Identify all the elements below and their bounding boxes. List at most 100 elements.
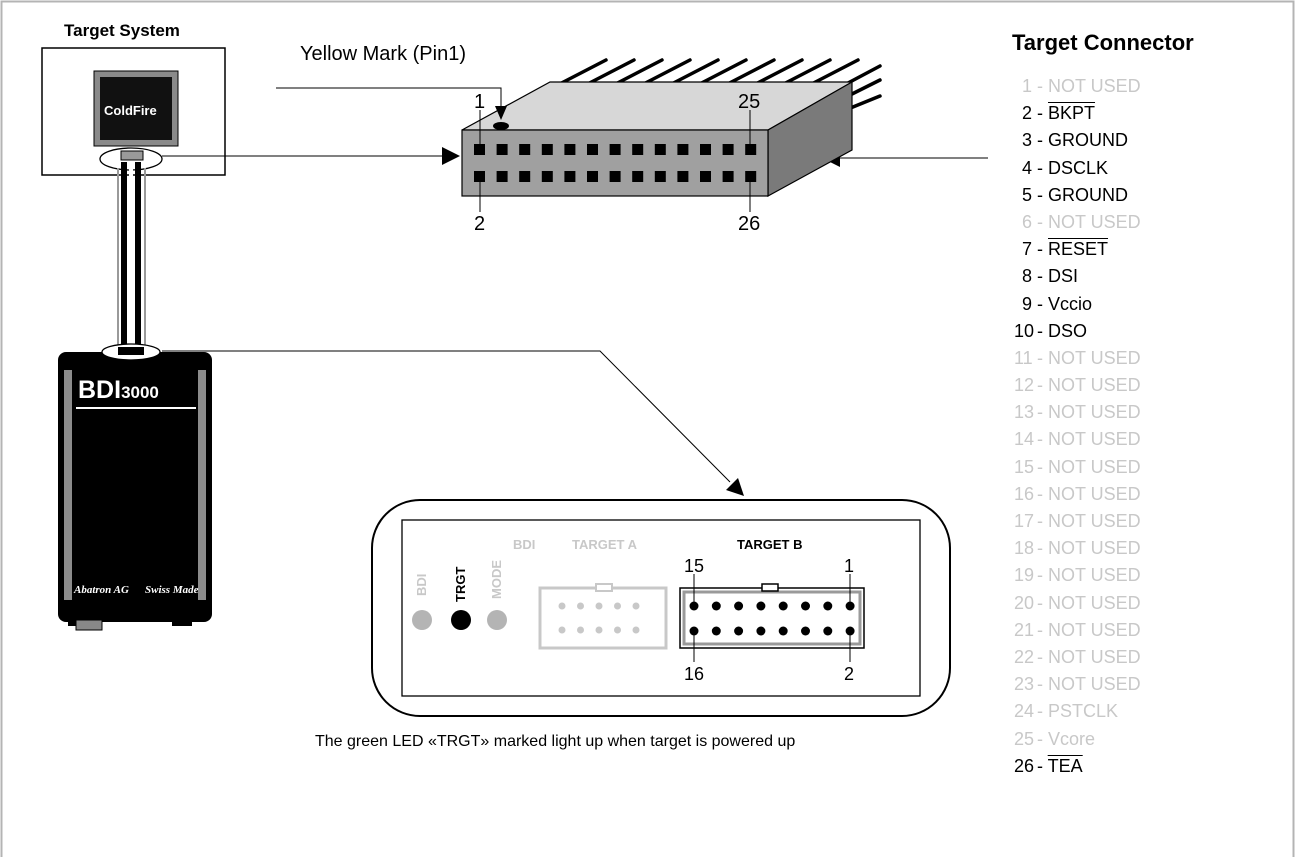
pin-number: 3 [1021,130,1032,151]
pin-list-item: 4 - DSCLK [1014,155,1141,182]
pin-signal-name: NOT USED [1048,76,1141,96]
pin-list-item: 7 - RESET [1014,236,1141,263]
connector-pin [677,144,689,155]
target-a-pin [595,626,603,634]
connector-pin [541,171,553,182]
bdi-maker: Abatron AG [74,584,129,596]
connector-pin [587,171,598,182]
pin-list-item: 12 - NOT USED [1014,372,1141,399]
yellow-mark-pointer [276,87,507,120]
pin-signal-name: BKPT [1048,103,1096,124]
connector-pin [519,144,531,155]
target-a-pin [558,626,566,634]
target-b-pin-2-label: 2 [844,664,855,684]
pin-signal-name: NOT USED [1048,511,1141,531]
pin-list-item: 17 - NOT USED [1014,508,1141,535]
pin-signal-name: Vccio [1048,293,1093,314]
pin-signal-name: NOT USED [1048,429,1141,450]
bdi-port [75,619,103,631]
target-b-pin [823,601,833,611]
pin-list-item: 11 - NOT USED [1014,345,1141,372]
bdi-logo-model: 3000 [121,383,159,402]
pin-signal-name: NOT USED [1048,211,1141,232]
target-a-pin [558,602,566,610]
pin-number: 25 [1014,728,1035,749]
front-panel-pins [558,601,855,636]
pin-list-item: 9 - Vccio [1014,291,1141,318]
pin-signal-name: DSO [1048,320,1088,341]
target-b-pin [801,601,810,611]
connector-pin [474,144,485,155]
target-b-pin [711,626,721,636]
pin-list-item: 26 - TEA [1014,753,1141,780]
pin-list-item: 22 - NOT USED [1014,644,1141,671]
pin-number: 18 [1014,538,1035,559]
bdi-logo-main: BDI [78,376,122,404]
pin-list-item: 2 - BKPT [1014,100,1141,127]
connector-pin [745,144,757,155]
target-connector-3d [461,58,882,198]
pin-number: 22 [1014,646,1035,667]
connector-pin [587,144,598,155]
pin-list-item: 8 - DSI [1014,263,1141,290]
pin-number: 14 [1014,429,1035,450]
pin-number: 7 [1021,239,1032,260]
pin-number: 5 [1021,184,1032,205]
pin-signal-name: NOT USED [1048,565,1141,586]
connector-pins [474,144,757,182]
target-a-pin [632,602,640,610]
connector-pin-26-label: 26 [738,213,761,235]
pin-number: 13 [1014,402,1035,423]
target-b-pin [756,601,766,611]
pin-list-item: 1 - NOT USED [1014,73,1141,100]
bdi-body [58,352,212,622]
pin-number: 17 [1014,511,1035,531]
pin-list-item: 6 - NOT USED [1014,209,1141,236]
pin-list-item: 21 - NOT USED [1014,617,1141,644]
pin-signal-name: NOT USED [1048,538,1141,559]
pin-list-item: 10 - DSO [1014,318,1141,345]
bdi-top-connector [118,347,144,355]
target-b-pin [778,626,788,636]
connector-pin [632,171,644,182]
connector-pin [519,171,531,182]
connector-pin [722,171,734,182]
pin-list-item: 13 - NOT USED [1014,399,1141,426]
pin-number: 24 [1014,701,1035,722]
connector-pin [474,171,485,182]
bdi3000-unit [58,352,212,631]
pin-signal-name: NOT USED [1048,375,1141,396]
pin-signal-name: DSI [1048,266,1079,287]
target-a-pin [614,626,621,634]
target-b-pin [711,601,721,611]
pin-signal-name: DSCLK [1048,157,1109,178]
pin-signal-name: GROUND [1048,184,1128,205]
target-b-pin [845,601,855,611]
connector-pin [745,171,757,182]
yellow-mark-label: Yellow Mark (Pin1) [300,43,466,65]
target-b-pin [689,626,699,636]
pin-list-item: 23 - NOT USED [1014,671,1141,698]
pin-signal-name: TEA [1047,755,1083,776]
pin-number: 12 [1014,375,1035,396]
connector-pin [722,144,734,155]
connector-pin [609,144,621,155]
target-b-pin [823,626,833,636]
pin-list-item: 19 - NOT USED [1014,562,1141,589]
cpu-chip [100,77,172,140]
target-a-pin [595,602,603,610]
pin-list-item: 20 - NOT USED [1014,590,1141,617]
pin-number: 10 [1014,320,1035,341]
target-a-pin [577,602,584,610]
connector-pin [564,144,576,155]
pin-number: 20 [1014,592,1035,613]
bdi-foot-right [172,612,192,626]
led-trgt-label: TRGT [453,566,468,602]
pin-number: 8 [1021,266,1032,287]
pin-list-item: 3 - GROUND [1014,127,1141,154]
target-connector-title: Target Connector [1012,30,1194,55]
bdi-logo: BDI3000 [78,376,159,405]
